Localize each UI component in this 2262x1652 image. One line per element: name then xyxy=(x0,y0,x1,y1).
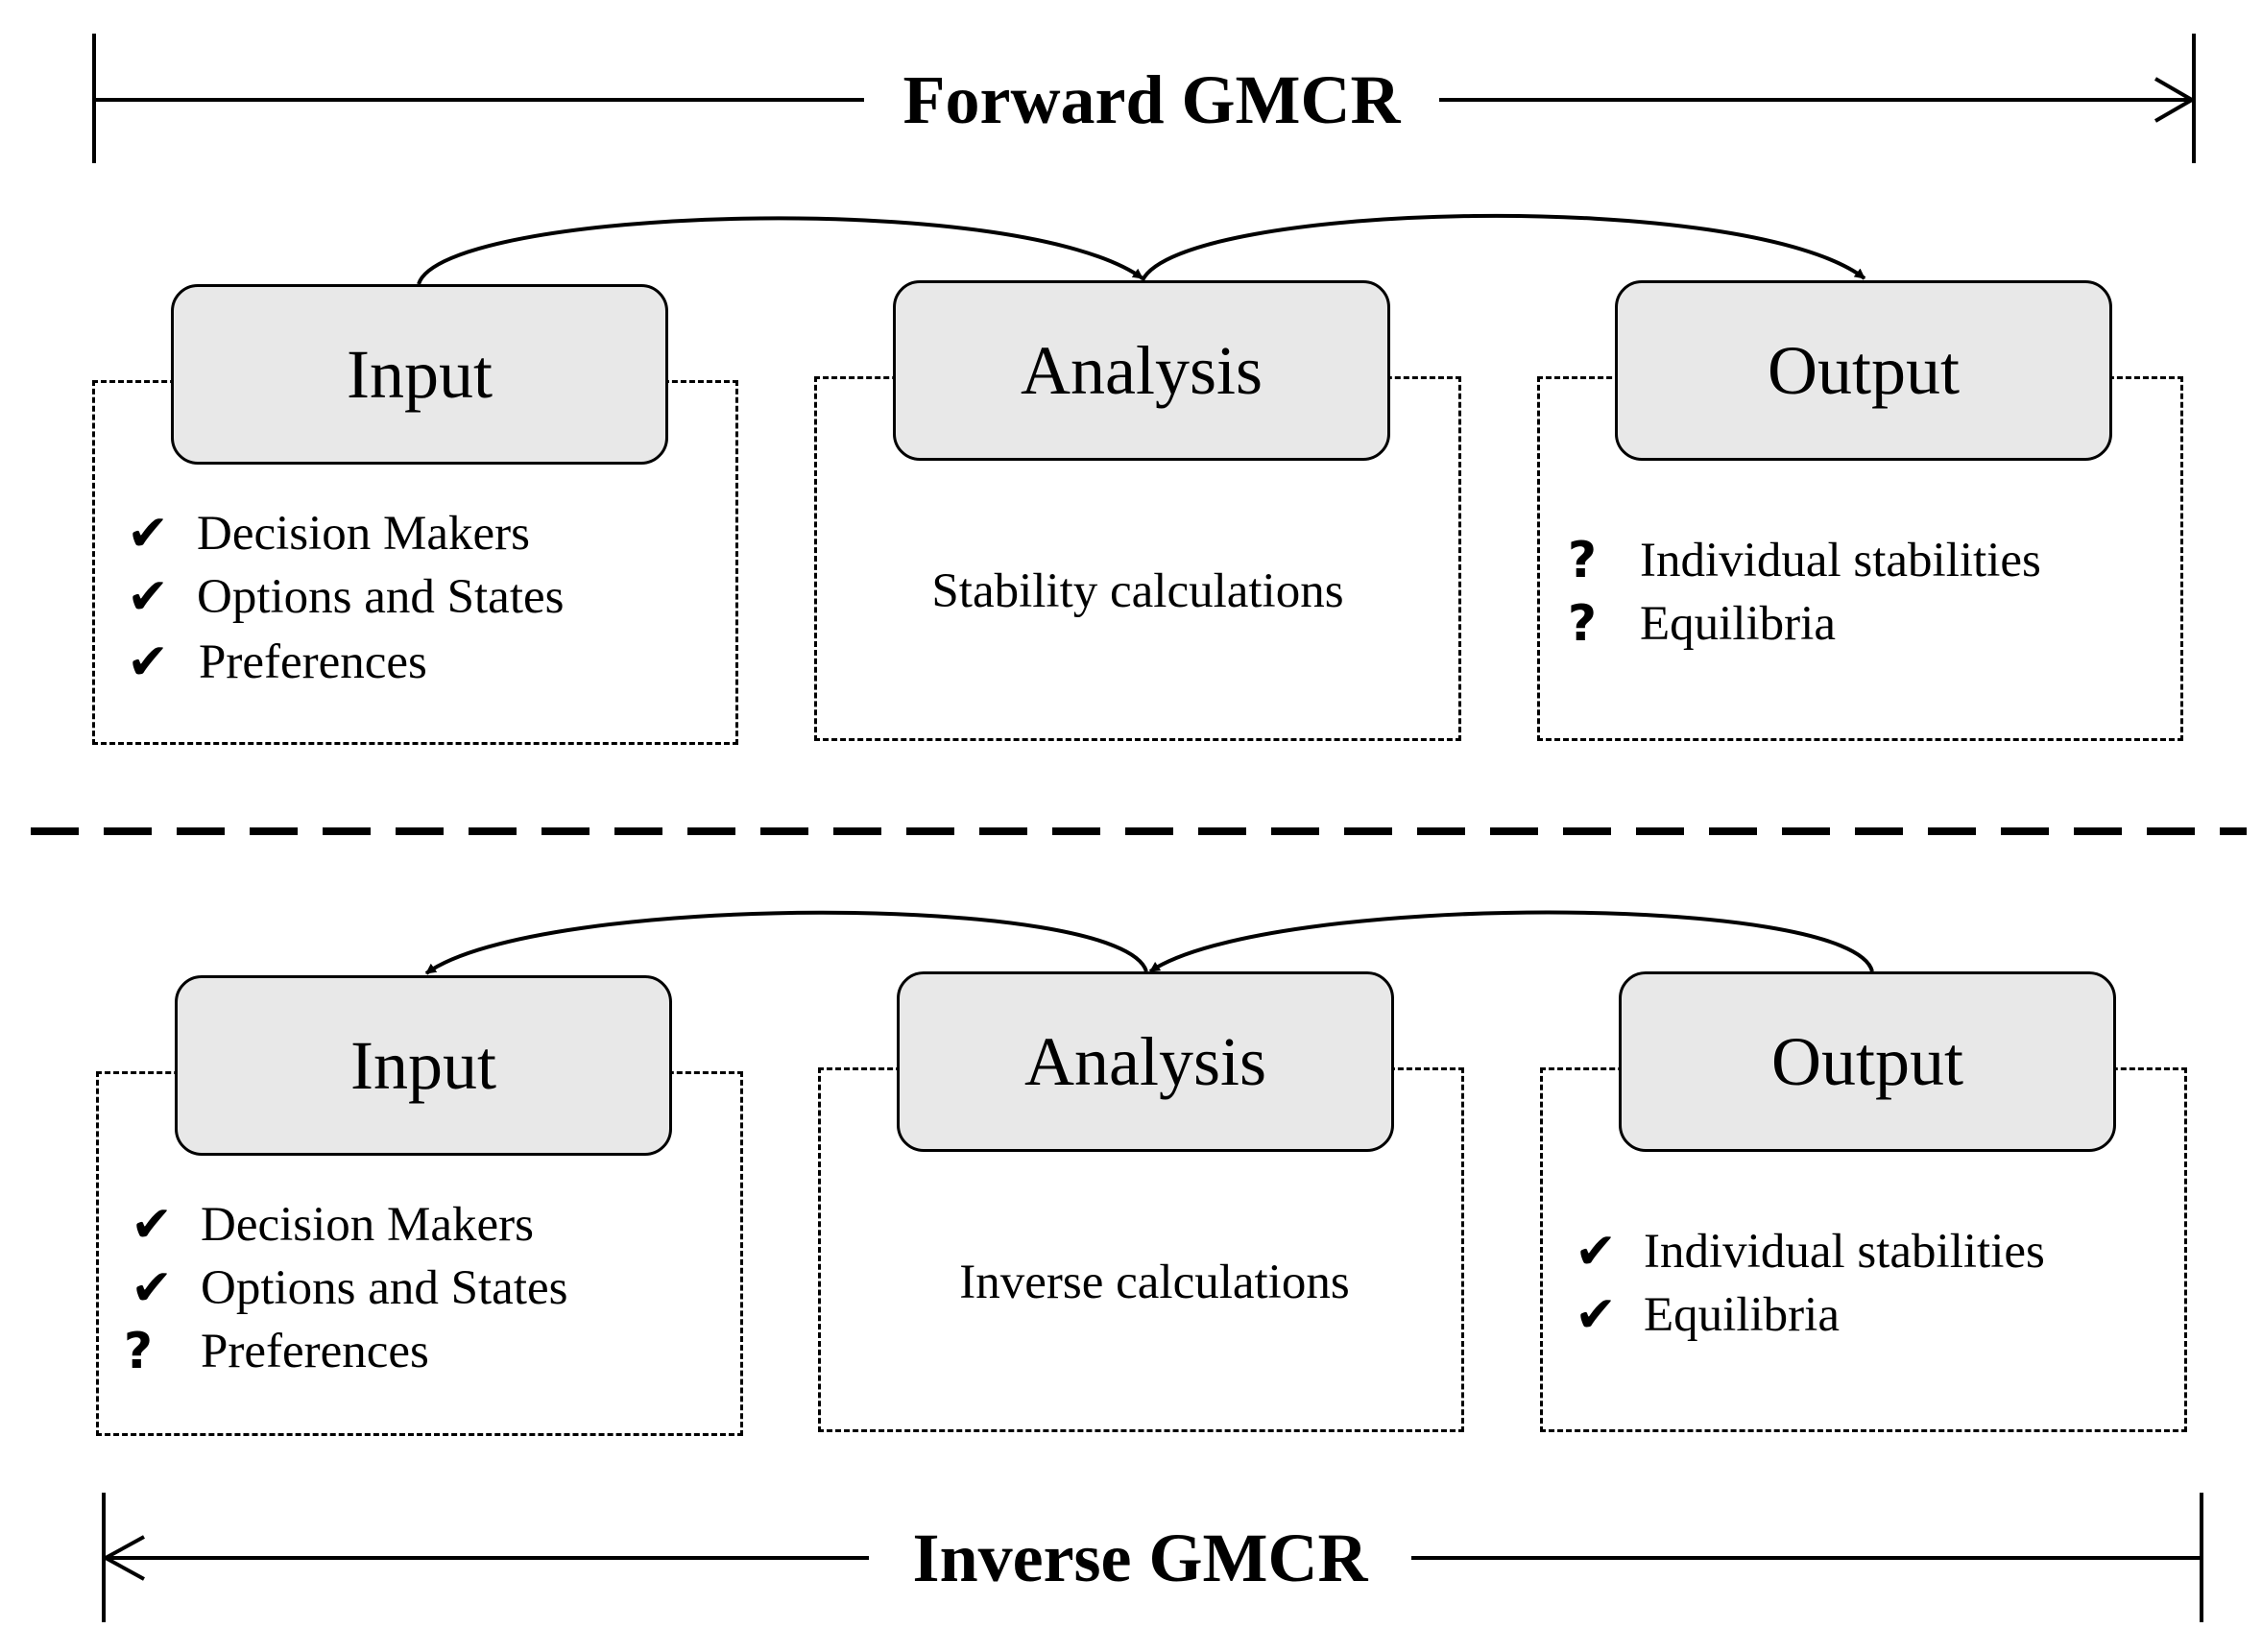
inverse-input-box: Input xyxy=(175,975,672,1156)
inverse-input-item: Decision Makers xyxy=(201,1198,534,1252)
inverse-input-label: Input xyxy=(350,1026,496,1104)
forward-input-box: Input xyxy=(171,284,668,465)
check-icon: ✔ xyxy=(127,505,169,563)
inverse-analysis-text: Inverse calculations xyxy=(959,1256,1350,1309)
forward-input-label: Input xyxy=(347,335,493,413)
question-icon: ? xyxy=(1567,532,1598,589)
check-icon: ✔ xyxy=(1575,1223,1617,1281)
forward-analysis-label: Analysis xyxy=(1021,331,1263,409)
forward-output-box: Output xyxy=(1615,280,2112,461)
inverse-analysis-label: Analysis xyxy=(1024,1022,1266,1100)
forward-input-item: Preferences xyxy=(199,635,427,689)
forward-output-label: Output xyxy=(1767,331,1960,409)
forward-analysis-box: Analysis xyxy=(893,280,1390,461)
forward-output-item: Equilibria xyxy=(1640,597,1836,651)
check-icon: ✔ xyxy=(1575,1286,1617,1344)
inverse-analysis-box: Analysis xyxy=(897,971,1394,1152)
inverse-output-item: Equilibria xyxy=(1644,1288,1840,1342)
check-icon: ✔ xyxy=(127,568,169,626)
inverse-output-item: Individual stabilities xyxy=(1644,1225,2045,1279)
inverse-bracket xyxy=(101,1493,2203,1622)
question-icon: ? xyxy=(123,1323,154,1380)
inverse-input-item: Options and States xyxy=(201,1261,568,1315)
forward-gmcr-title: Forward GMCR xyxy=(864,61,1439,138)
inverse-flow-arrows xyxy=(424,910,1874,975)
forward-flow-arrows xyxy=(417,213,1866,285)
question-icon: ? xyxy=(1567,595,1598,653)
check-icon: ✔ xyxy=(127,634,169,691)
forward-analysis-text: Stability calculations xyxy=(931,564,1344,618)
forward-bracket xyxy=(92,34,2196,163)
check-icon: ✔ xyxy=(131,1196,173,1254)
inverse-output-label: Output xyxy=(1770,1022,1963,1100)
forward-input-item: Options and States xyxy=(197,570,565,624)
forward-output-item: Individual stabilities xyxy=(1640,534,2041,587)
check-icon: ✔ xyxy=(131,1259,173,1317)
forward-input-item: Decision Makers xyxy=(197,507,530,561)
inverse-input-item: Preferences xyxy=(201,1325,429,1378)
inverse-output-box: Output xyxy=(1619,971,2116,1152)
inverse-gmcr-title: Inverse GMCR xyxy=(869,1520,1411,1596)
